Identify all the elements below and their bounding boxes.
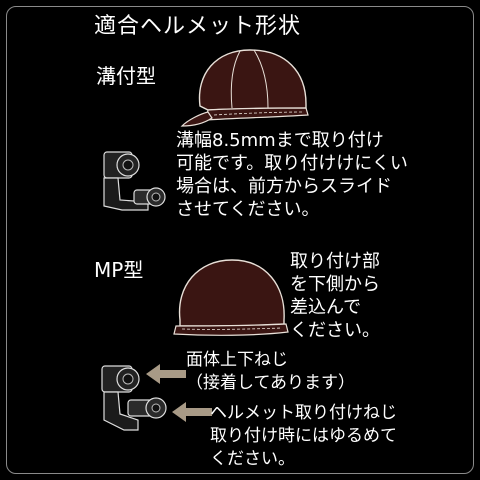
face-screw-callout: 面体上下ねじ （接着してあります）: [186, 350, 355, 393]
arrow-left-icon: [172, 402, 212, 422]
mount-screw-callout: ヘルメット取り付けねじ 取り付け時にはゆるめて ください。: [210, 403, 397, 469]
frame-border: [6, 6, 474, 474]
page-title: 適合ヘルメット形状: [94, 14, 302, 39]
grooved-helmet-illustration: [180, 49, 309, 127]
groove-description: 溝幅8.5mmまで取り付け 可能です。取り付けけにくい 場合は、前方からスライド…: [176, 130, 408, 220]
mp-description: 取り付け部 を下側から 差込んで ください。: [290, 251, 380, 341]
arrow-left-icon: [146, 364, 186, 384]
groove-mount-clip-illustration: [103, 151, 166, 211]
mp-helmet-illustration: [173, 259, 289, 336]
mp-mount-clip-illustration: [101, 365, 167, 431]
mp-type-label: MP型: [94, 258, 144, 282]
groove-type-label: 溝付型: [96, 64, 156, 88]
